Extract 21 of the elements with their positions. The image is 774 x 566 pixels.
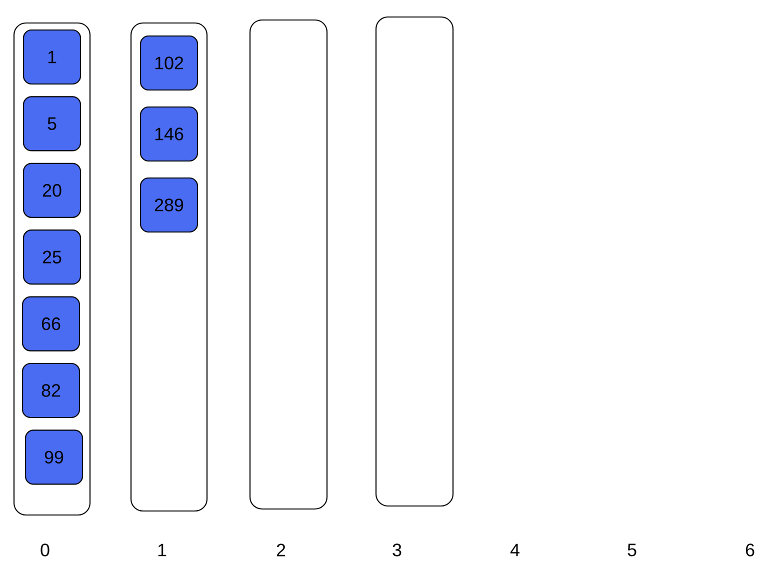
index-label: 6: [746, 544, 754, 556]
index-label: 2: [276, 544, 286, 556]
index-label: 1: [158, 544, 166, 556]
number-tile: 289: [140, 177, 198, 233]
number-tile: 102: [140, 35, 198, 91]
number-tile: 1: [22, 29, 82, 85]
bucket-box: [249, 19, 328, 510]
number-tile: 146: [140, 106, 198, 162]
number-tile: 25: [22, 230, 82, 285]
index-label: 3: [392, 544, 402, 556]
number-tile: 5: [22, 96, 82, 152]
bucket-box: [375, 16, 454, 507]
number-tile: 99: [24, 430, 84, 485]
number-tile: 20: [22, 162, 82, 218]
index-label: 5: [628, 544, 636, 556]
index-label: 4: [510, 544, 520, 556]
bucket-box: [130, 22, 208, 512]
index-label: 0: [40, 544, 50, 556]
number-tile: 82: [22, 362, 80, 418]
number-tile: 66: [22, 296, 80, 352]
bucket-box: [13, 22, 91, 516]
